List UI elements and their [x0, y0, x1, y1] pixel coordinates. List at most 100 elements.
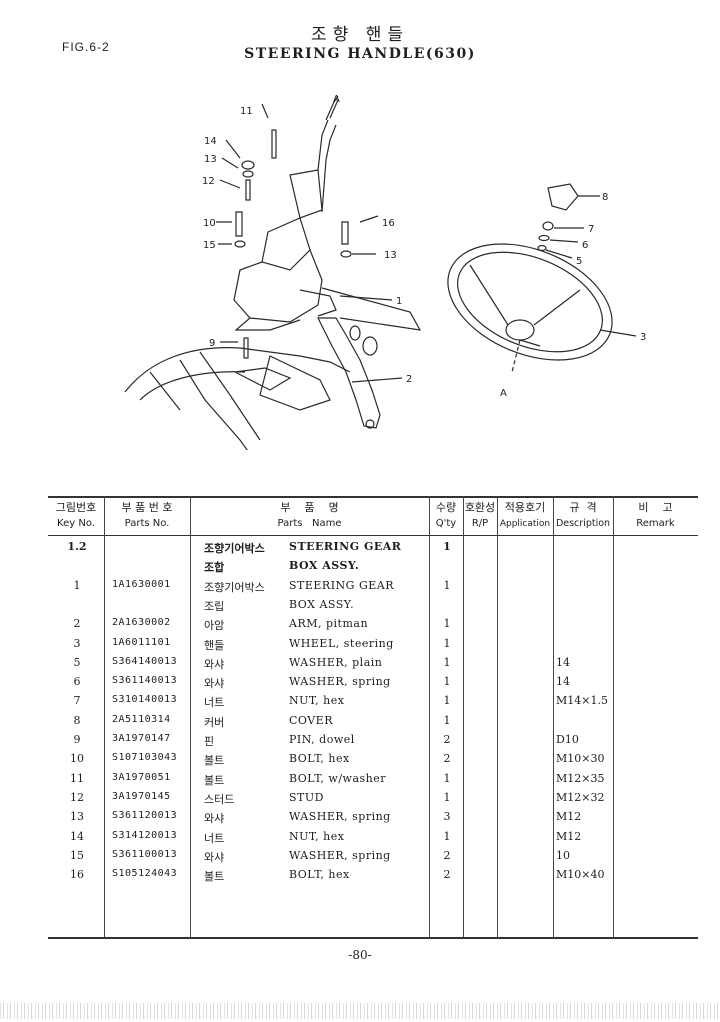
callout-1: 1: [396, 296, 402, 307]
description-cell: M12: [556, 810, 582, 824]
callout-7: 7: [588, 224, 594, 235]
steering-gearbox: [233, 119, 337, 331]
callout-14: 14: [204, 136, 217, 147]
col-divider: [190, 496, 191, 937]
page-title-korean: 조향 핸들: [311, 25, 409, 45]
callout-12: 12: [202, 176, 215, 187]
name-korean-cell: 와샤: [204, 677, 225, 691]
scan-edge: [0, 1003, 720, 1019]
qty-cell: 2: [443, 752, 451, 766]
table-header-rule: [48, 535, 698, 536]
key-cell: 12: [70, 790, 84, 804]
col-divider: [104, 496, 105, 937]
description-cell: M14×1.5: [556, 694, 608, 708]
callout-13b: 13: [384, 250, 397, 261]
name-english-cell: WASHER, spring: [289, 810, 391, 824]
parts-no-cell: S107103043: [112, 752, 178, 764]
key-cell: 2: [73, 617, 81, 631]
name-korean-cell: 스터드: [204, 792, 235, 806]
key-cell: 1.2: [67, 540, 87, 553]
description-cell: M10×40: [556, 868, 605, 882]
parts-no-cell: S361140013: [112, 675, 178, 687]
callout-5: 5: [576, 256, 582, 267]
callout-16: 16: [382, 218, 395, 229]
callout-2: 2: [406, 374, 412, 385]
parts-no-cell: S361120013: [112, 810, 178, 822]
parts-no-cell: 2A5110314: [112, 713, 171, 725]
qty-cell: 1: [443, 655, 451, 669]
name-english-cell: NUT, hex: [289, 694, 345, 708]
key-cell: 16: [70, 868, 84, 882]
name-english-cell: COVER: [289, 713, 333, 727]
qty-cell: 1: [443, 540, 451, 553]
pin-9: [243, 337, 249, 359]
callout-9: 9: [209, 338, 215, 349]
callout-3: 3: [640, 332, 646, 343]
steering-shaft: [325, 99, 339, 121]
name-korean-cell: 조향기어박스: [204, 542, 265, 555]
name-english-cell: STUD: [289, 790, 324, 804]
description-cell: 14: [556, 655, 570, 669]
name-korean-cell: 너트: [204, 696, 225, 710]
name-korean-cell: 조향기어박스: [204, 580, 265, 594]
name-korean-cell: 핸들: [204, 638, 225, 652]
name-english-cell: BOX ASSY.: [289, 597, 355, 611]
key-cell: 1: [73, 578, 81, 592]
name-korean-cell: 아암: [204, 619, 225, 633]
parts-no-cell: 1A6011101: [112, 636, 171, 648]
qty-cell: 1: [443, 675, 451, 689]
name-english-cell: WASHER, spring: [289, 848, 391, 862]
description-cell: 10: [556, 848, 570, 862]
callout-a-top: A: [333, 94, 340, 105]
table-bottom-rule: [48, 937, 698, 939]
name-english-cell: BOLT, w/washer: [289, 771, 387, 785]
parts-no-cell: S310140013: [112, 694, 178, 706]
name-korean-cell: 와샤: [204, 850, 225, 864]
qty-cell: 1: [443, 636, 451, 650]
description-cell: M12×35: [556, 771, 605, 785]
qty-cell: 2: [443, 868, 451, 882]
name-english-cell: WASHER, plain: [289, 655, 383, 669]
key-cell: 13: [70, 810, 84, 824]
callout-8: 8: [602, 192, 608, 203]
key-cell: 5: [73, 655, 81, 669]
parts-no-cell: S314120013: [112, 829, 178, 841]
key-cell: 8: [73, 713, 81, 727]
page-number: -80-: [348, 948, 372, 962]
col-divider: [463, 496, 464, 937]
key-cell: 14: [70, 829, 84, 843]
name-english-cell: ARM, pitman: [289, 617, 369, 631]
pitman-arm: [317, 317, 381, 429]
name-korean-cell: 볼트: [204, 773, 225, 787]
key-cell: 6: [73, 675, 81, 689]
figure-label: FIG.6-2: [62, 40, 110, 54]
qty-cell: 1: [443, 617, 451, 631]
parts-no-cell: 3A1970147: [112, 733, 171, 744]
qty-cell: 1: [443, 578, 451, 592]
page-title-english: STEERING HANDLE(630): [244, 46, 476, 62]
description-cell: 14: [556, 675, 570, 689]
bolt-16: [341, 221, 349, 245]
steering-wheel-hub: [505, 319, 535, 341]
key-cell: 15: [70, 848, 84, 862]
description-cell: D10: [556, 733, 579, 746]
col-divider: [497, 496, 498, 937]
callout-15: 15: [203, 240, 216, 251]
name-english-cell: STEERING GEAR: [289, 578, 395, 592]
qty-cell: 3: [443, 810, 451, 824]
qty-cell: 2: [443, 848, 451, 862]
name-english-cell: BOLT, hex: [289, 868, 350, 882]
